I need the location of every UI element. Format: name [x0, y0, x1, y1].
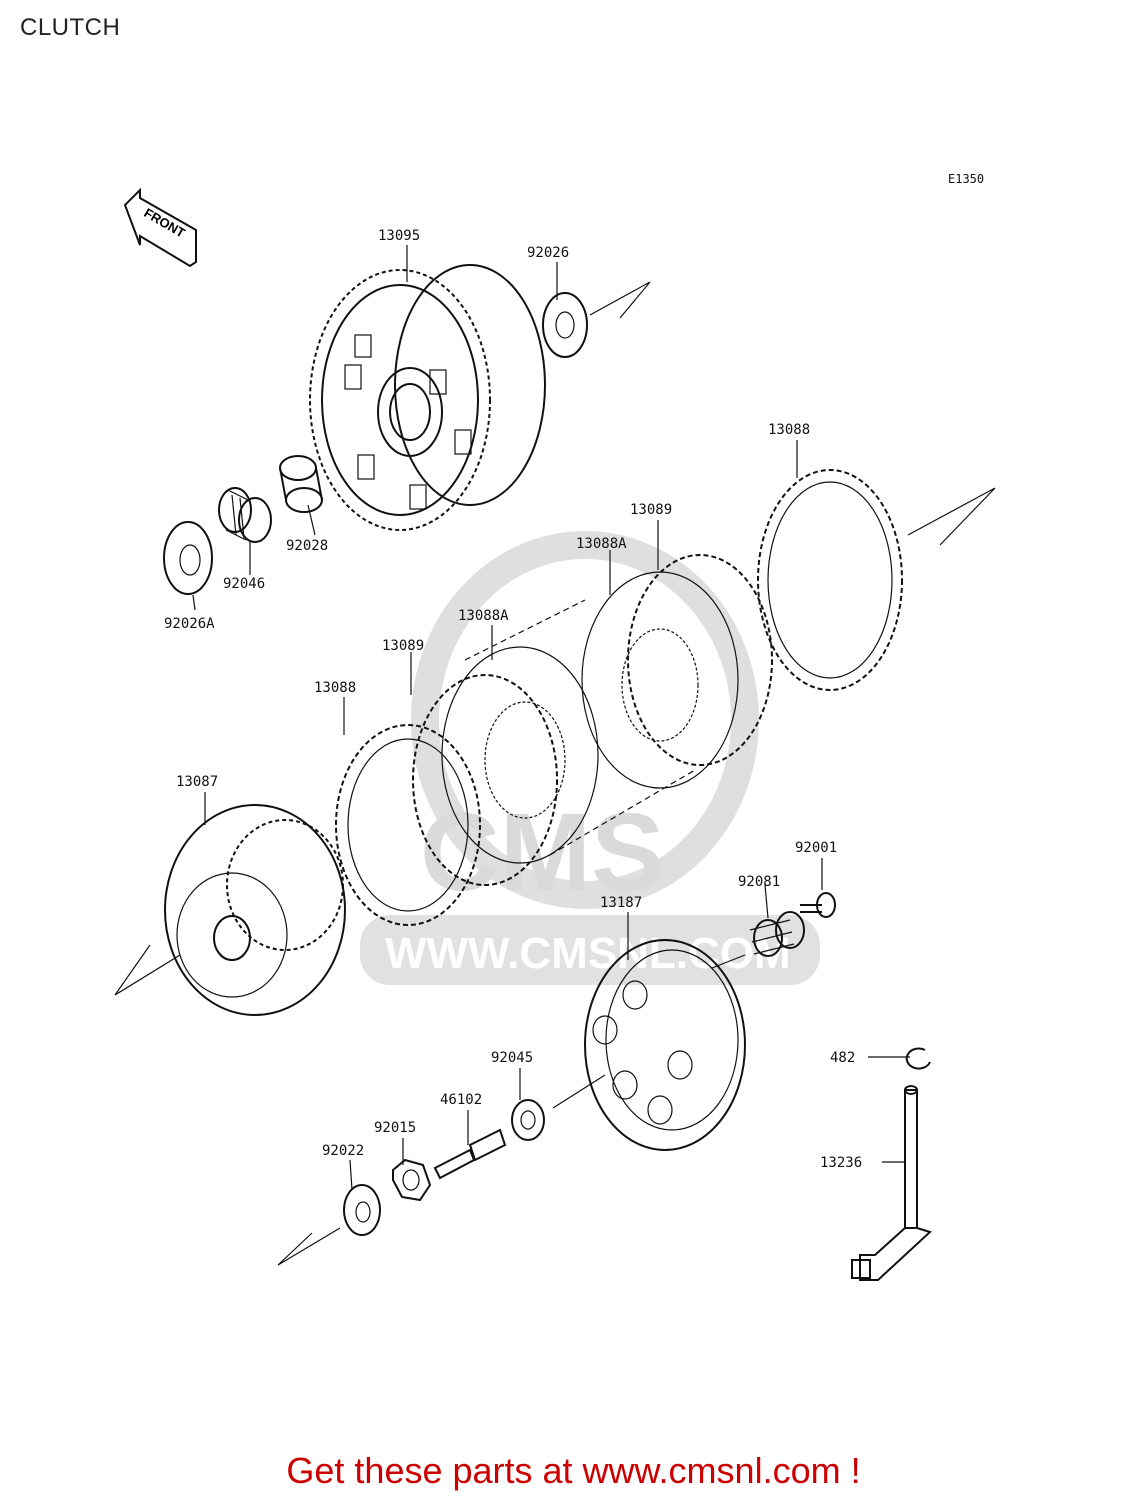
- pushrod-46102: [433, 1128, 507, 1180]
- nut-92015: [392, 1158, 432, 1202]
- needle-bearing-92046: [218, 487, 272, 543]
- washer-92026: [542, 281, 651, 358]
- part-label: 13088A: [576, 536, 627, 552]
- washer-92026A: [163, 521, 213, 595]
- part-label: 92045: [491, 1050, 533, 1066]
- part-labels: 13095 92026 13088 92028 92046 92026A 130…: [164, 228, 862, 1171]
- part-label: 13088: [768, 422, 810, 438]
- part-label: 13088A: [458, 608, 509, 624]
- sleeve-92028: [279, 455, 323, 513]
- clutch-plates-upper: [464, 554, 773, 856]
- part-label: 13095: [378, 228, 420, 244]
- part-label: 13089: [382, 638, 424, 654]
- bearing-92045: [511, 1074, 606, 1141]
- part-label: 92026A: [164, 616, 215, 632]
- friction-plate-13088-top: [757, 469, 996, 691]
- watermark-url-text: WWW.CMSNL.COM: [385, 929, 791, 978]
- part-label: 92001: [795, 840, 837, 856]
- part-label: 13187: [600, 895, 642, 911]
- circlip-482: [905, 1047, 931, 1070]
- part-label: 13089: [630, 502, 672, 518]
- part-label: 482: [830, 1050, 855, 1066]
- friction-plate-13088-lower: [335, 724, 481, 926]
- part-label: 13088: [314, 680, 356, 696]
- leader-lines: [192, 245, 910, 1191]
- part-label: 92022: [322, 1143, 364, 1159]
- diagram-code: E1350: [948, 172, 985, 186]
- part-label: 92081: [738, 874, 780, 890]
- pressure-plate-13187: [584, 939, 746, 1151]
- footer-link-text[interactable]: Get these parts at www.cmsnl.com !: [286, 1450, 861, 1491]
- part-label: 92046: [223, 576, 265, 592]
- spring-92081: [711, 911, 805, 969]
- part-label: 92026: [527, 245, 569, 261]
- part-label: 13236: [820, 1155, 862, 1171]
- washer-92022: [277, 1184, 381, 1266]
- watermark-logo: CMS WWW.CMSNL.COM: [360, 531, 820, 985]
- part-label: 13087: [176, 774, 218, 790]
- part-label: 46102: [440, 1092, 482, 1108]
- clutch-plates-lower: [412, 646, 599, 886]
- clutch-hub-13087: [114, 804, 346, 1016]
- clutch-housing-13095: [309, 264, 546, 531]
- front-arrow-icon: FRONT: [123, 187, 197, 268]
- page-title: CLUTCH: [20, 14, 121, 41]
- part-label: 92028: [286, 538, 328, 554]
- bolt-92001: [800, 892, 836, 918]
- release-lever-13236: [851, 1085, 932, 1281]
- part-label: 92015: [374, 1120, 416, 1136]
